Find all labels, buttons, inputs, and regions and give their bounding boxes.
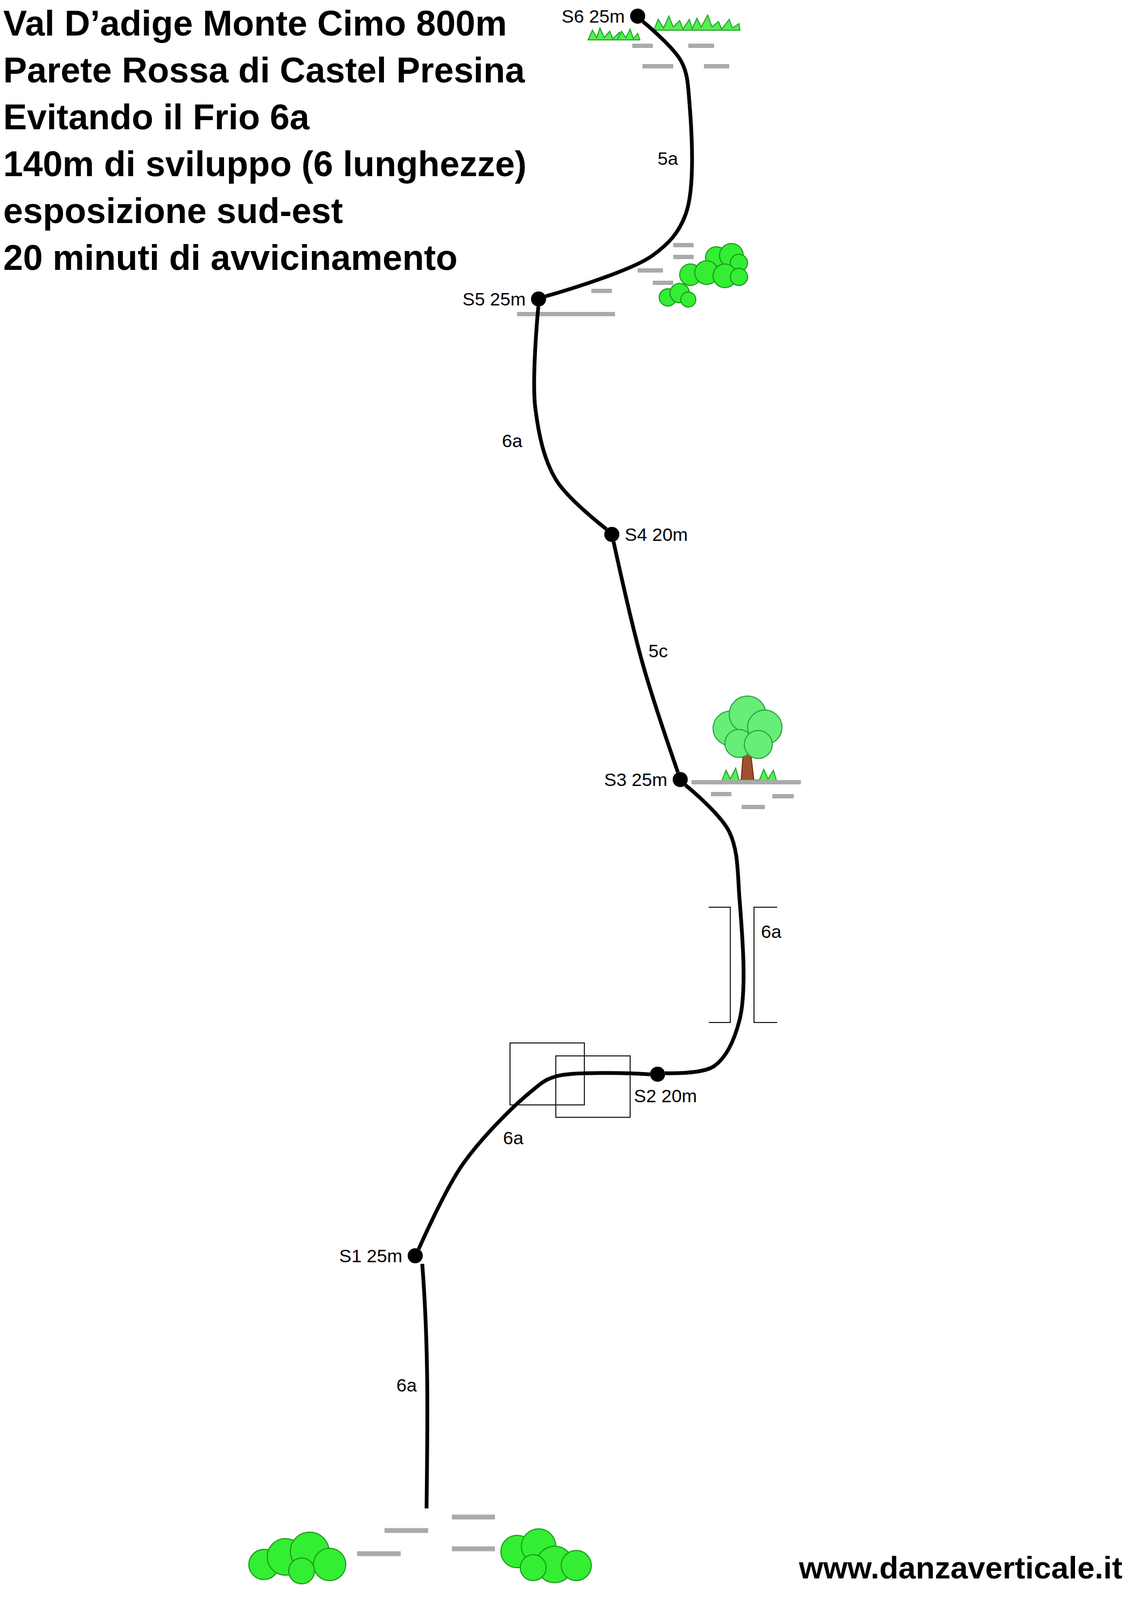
info-line: Parete Rossa di Castel Presina [3,46,527,94]
route-pitch [534,306,607,529]
bushes [248,1528,592,1584]
station-label: S4 20m [624,523,688,546]
grade-label: 5a [655,147,680,170]
info-line: 20 minuti di avvicinamento [3,234,527,282]
route-pitch [613,541,678,773]
belay-station: S5 25m [531,291,547,307]
station-label: S2 20m [633,1084,697,1107]
station-label: S5 25m [462,288,526,310]
grade-label: 6a [500,429,525,452]
grade-label: 6a [396,1374,417,1396]
info-line: 140m di sviluppo (6 lunghezze) [3,140,527,188]
belay-station: S4 20m [604,526,620,542]
station-label: S3 25m [604,768,668,791]
title-block: Val D’adige Monte Cimo 800mParete Rossa … [3,0,527,282]
title: Val D’adige Monte Cimo 800m [3,0,527,47]
info-line: esposizione sud-est [3,187,527,235]
belay-station: S2 20m [650,1066,666,1082]
belay-station: S6 25m [630,8,646,24]
bushes [659,243,748,307]
ledge-marks [357,1516,495,1554]
route-pitch [665,784,744,1073]
station-label: S6 25m [561,5,625,27]
route-pitch [418,1072,651,1249]
tree [713,695,783,781]
grade-label: 6a [759,920,784,942]
belay-station: S3 25m [672,771,688,787]
belay-station: S1 25m [407,1247,423,1263]
grade-label: 6a [501,1126,526,1149]
info-line: Evitando il Frio 6a [3,93,527,141]
roof-symbols [510,1042,631,1117]
ledge-marks [517,245,694,314]
watermark: www.danzaverticale.it [798,1548,1123,1586]
route-line [422,1263,428,1508]
grade-label: 5c [646,639,670,662]
station-label: S1 25m [339,1244,403,1267]
route-pitch [545,21,693,297]
